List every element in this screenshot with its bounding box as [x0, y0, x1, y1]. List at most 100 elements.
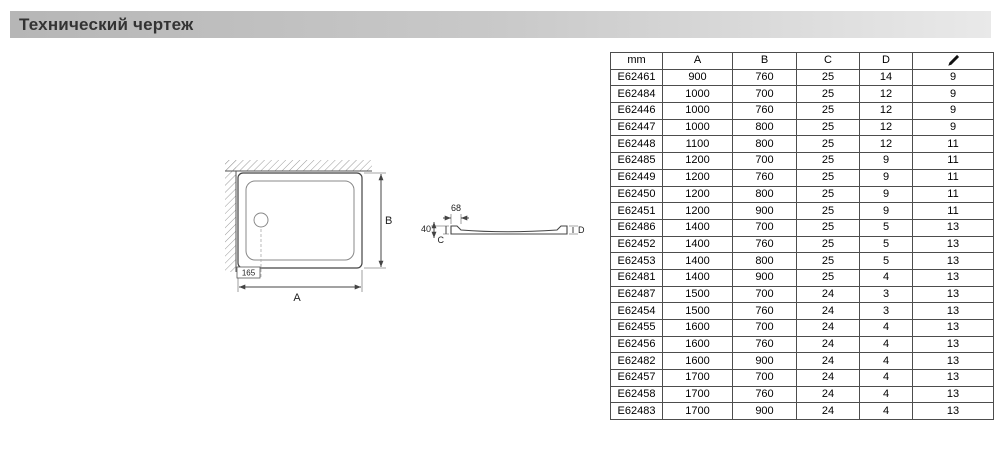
- dimension-value: 900: [732, 202, 797, 220]
- article-number: E62483: [610, 402, 663, 421]
- dimension-value: 1500: [662, 302, 733, 320]
- article-number: E62446: [610, 102, 663, 120]
- dimension-value: 3: [859, 285, 913, 304]
- dimension-value: 800: [732, 252, 797, 270]
- dimension-value: 24: [796, 402, 860, 421]
- dimension-value: 4: [859, 319, 913, 337]
- dimension-value: 1000: [662, 118, 733, 137]
- dimension-value: 13: [912, 252, 994, 270]
- dimension-value: 13: [912, 369, 994, 387]
- article-number: E62456: [610, 335, 663, 354]
- article-number: E62448: [610, 135, 663, 154]
- drain-icon: [947, 55, 959, 67]
- dimension-value: 9: [859, 185, 913, 204]
- article-number: E62484: [610, 85, 663, 104]
- column-header-A: A: [662, 52, 733, 70]
- dim-165-box: [236, 266, 261, 279]
- article-number: E62481: [610, 268, 663, 287]
- page-title: Технический чертеж: [19, 14, 194, 34]
- dimension-value: 4: [859, 385, 913, 404]
- article-number: E62455: [610, 319, 663, 337]
- dimension-value: 700: [732, 369, 797, 387]
- dimension-value: 12: [859, 85, 913, 104]
- dimension-value: 12: [859, 102, 913, 120]
- dimension-value: 4: [859, 352, 913, 371]
- dimension-value: 760: [732, 335, 797, 354]
- column-header-mm: mm: [610, 52, 663, 70]
- dimension-value: 24: [796, 369, 860, 387]
- article-number: E62458: [610, 385, 663, 404]
- dimension-value: 3: [859, 302, 913, 320]
- dim-label-d: D: [578, 225, 585, 235]
- dimension-value: 760: [732, 102, 797, 120]
- dimension-value: 24: [796, 385, 860, 404]
- column-header-D: D: [859, 52, 913, 70]
- dimension-value: 11: [912, 168, 994, 187]
- dimension-value: 13: [912, 268, 994, 287]
- dimension-value: 9: [912, 118, 994, 137]
- dimension-value: 1000: [662, 102, 733, 120]
- dimension-value: 12: [859, 135, 913, 154]
- dimension-value: 13: [912, 302, 994, 320]
- page-title-bar: Технический чертеж: [10, 11, 991, 38]
- dimension-value: 24: [796, 335, 860, 354]
- dimension-value: 24: [796, 319, 860, 337]
- dim-label-68: 68: [451, 203, 461, 213]
- dimension-value: 13: [912, 402, 994, 421]
- dimension-value: 25: [796, 235, 860, 254]
- technical-drawing-svg: B A 165 68 40 C D: [225, 160, 585, 304]
- wall-hatching-top: [225, 160, 372, 171]
- dim-b-extension-lines: [364, 172, 386, 269]
- dim-label-a: A: [293, 292, 301, 304]
- article-number: E62461: [610, 68, 663, 87]
- technical-drawing: B A 165 68 40 C D: [225, 160, 585, 304]
- dimension-value: 1700: [662, 402, 733, 421]
- dimension-value: 13: [912, 235, 994, 254]
- dimension-value: 800: [732, 135, 797, 154]
- dimension-value: 13: [912, 335, 994, 354]
- article-number: E62487: [610, 285, 663, 304]
- dimension-value: 5: [859, 252, 913, 270]
- dimension-value: 1400: [662, 218, 733, 237]
- dimension-value: 1100: [662, 135, 733, 154]
- dimension-value: 1700: [662, 369, 733, 387]
- dimension-value: 13: [912, 352, 994, 371]
- dimension-value: 11: [912, 152, 994, 170]
- dimension-value: 14: [859, 68, 913, 87]
- dimension-value: 1400: [662, 235, 733, 254]
- article-number: E62449: [610, 168, 663, 187]
- dimension-value: 13: [912, 319, 994, 337]
- dim-68-extension-lines: [450, 214, 462, 224]
- dimension-value: 5: [859, 235, 913, 254]
- dimension-value: 24: [796, 352, 860, 371]
- dimension-value: 900: [732, 352, 797, 371]
- dimension-value: 760: [732, 302, 797, 320]
- dimension-value: 12: [859, 118, 913, 137]
- dimension-value: 25: [796, 135, 860, 154]
- dimension-value: 1400: [662, 252, 733, 270]
- dimension-value: 1200: [662, 152, 733, 170]
- dimension-value: 4: [859, 402, 913, 421]
- dimension-value: 760: [732, 68, 797, 87]
- dimension-value: 25: [796, 152, 860, 170]
- dimension-value: 1400: [662, 268, 733, 287]
- dim-label-40: 40: [421, 224, 431, 234]
- column-header-drain: [912, 52, 994, 70]
- dimension-value: 1200: [662, 202, 733, 220]
- dimension-value: 900: [732, 268, 797, 287]
- column-header-B: B: [732, 52, 797, 70]
- dimension-value: 1000: [662, 85, 733, 104]
